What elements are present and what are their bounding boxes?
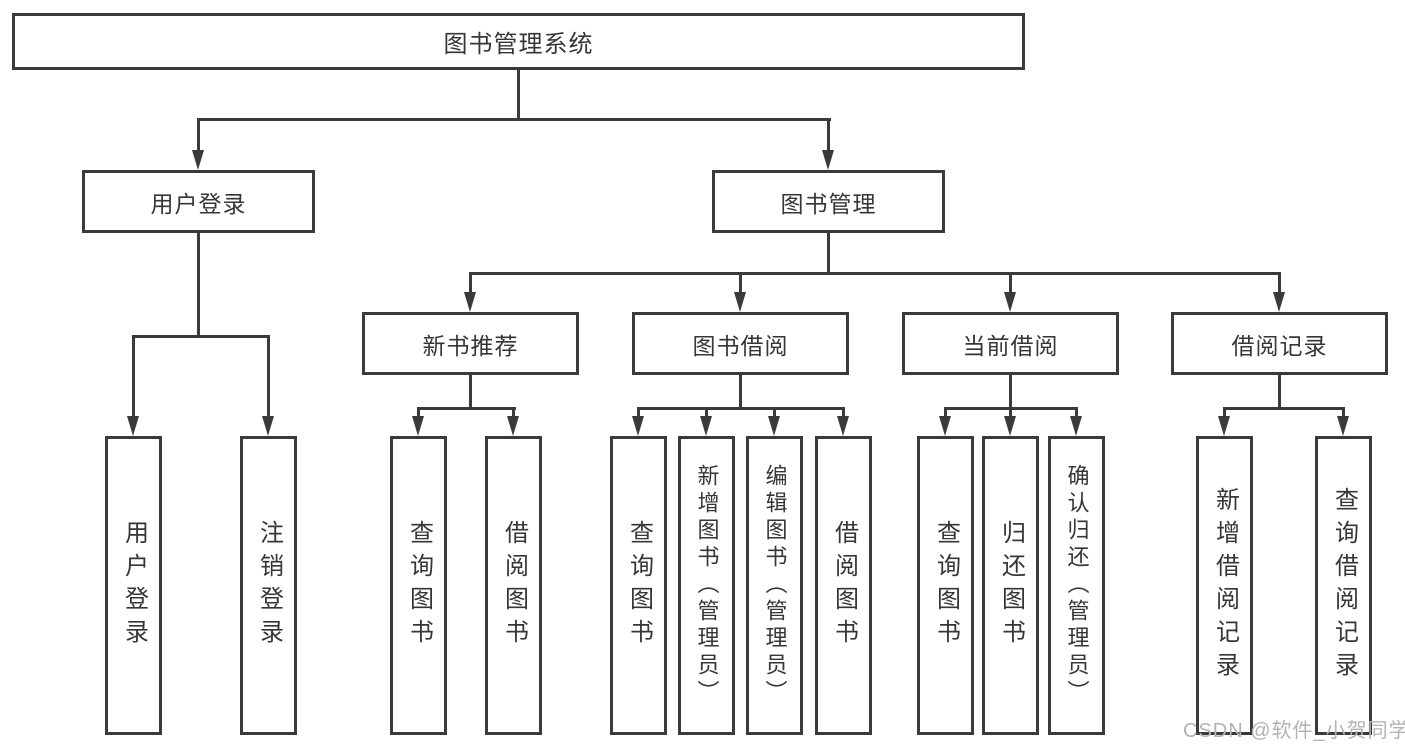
leaf-query-books: 查询图书	[610, 436, 667, 735]
arrow-down-icon	[837, 416, 849, 436]
connector-line	[197, 233, 200, 335]
node-user-login: 用户登录	[82, 170, 315, 233]
arrow-down-icon	[768, 416, 780, 436]
leaf-return-books: 归还图书	[982, 436, 1039, 735]
leaf-borrow-books: 借阅图书	[815, 436, 872, 735]
leaf-label: 查询图书	[932, 519, 960, 652]
leaf-label: 归还图书	[997, 519, 1025, 652]
leaf-label: 查询图书	[625, 519, 653, 652]
node-label: 图书管理系统	[443, 31, 594, 58]
connector-line	[944, 407, 947, 418]
connector-line	[1278, 272, 1281, 294]
arrow-down-icon	[464, 292, 476, 312]
leaf-add-borrow-record: 新增借阅记录	[1196, 436, 1253, 735]
arrow-down-icon	[1004, 292, 1016, 312]
node-label: 用户登录	[150, 190, 247, 217]
connector-line	[469, 272, 472, 294]
leaf-label: 确认归还（管理员）	[1064, 464, 1090, 707]
connector-line	[1223, 407, 1345, 410]
arrow-down-icon	[734, 292, 746, 312]
arrow-down-icon	[939, 416, 951, 436]
connector-line	[842, 407, 845, 418]
leaf-label: 注销登录	[255, 519, 283, 652]
connector-line	[1075, 407, 1078, 418]
arrow-down-icon	[1273, 292, 1285, 312]
arrow-down-icon	[632, 416, 644, 436]
connector-line	[132, 335, 270, 338]
leaf-label: 用户登录	[120, 519, 148, 652]
connector-line	[637, 407, 845, 410]
leaf-user-login: 用户登录	[105, 436, 162, 735]
connector-line	[469, 375, 472, 410]
connector-line	[739, 375, 742, 410]
leaf-label: 借阅图书	[500, 519, 528, 652]
connector-line	[417, 407, 516, 410]
csdn-watermark: CSDN @软件_小贺同学	[1183, 720, 1405, 742]
connector-line	[517, 70, 520, 118]
arrow-down-icon	[507, 416, 519, 436]
connector-line	[469, 272, 1281, 275]
leaf-label: 查询借阅记录	[1330, 486, 1358, 685]
leaf-label: 查询图书	[405, 519, 433, 652]
node-label: 借阅记录	[1231, 332, 1328, 359]
connector-line	[1009, 375, 1012, 410]
connector-line	[1342, 407, 1345, 418]
leaf-label: 借阅图书	[830, 519, 858, 652]
arrow-down-icon	[822, 150, 834, 170]
arrow-down-icon	[192, 150, 204, 170]
connector-line	[1009, 407, 1012, 418]
leaf-label: 新增图书（管理员）	[694, 464, 720, 707]
leaf-label: 新增借阅记录	[1211, 486, 1239, 685]
connector-line	[417, 407, 420, 418]
node-label: 当前借阅	[962, 332, 1059, 359]
arrow-down-icon	[127, 416, 139, 436]
node-label: 新书推荐	[422, 332, 519, 359]
node-library-management-system: 图书管理系统	[12, 13, 1025, 70]
node-book-borrowing: 图书借阅	[632, 312, 849, 375]
node-label: 图书借阅	[692, 332, 789, 359]
leaf-confirm-return-admin: 确认归还（管理员）	[1048, 436, 1105, 735]
node-label: 图书管理	[780, 190, 877, 217]
arrow-down-icon	[1218, 416, 1230, 436]
connector-line	[827, 233, 830, 275]
connector-line	[637, 407, 640, 418]
leaf-query-books: 查询图书	[390, 436, 447, 735]
arrow-down-icon	[412, 416, 424, 436]
arrow-down-icon	[262, 416, 274, 436]
connector-line	[1278, 375, 1281, 410]
connector-line	[1009, 272, 1012, 294]
leaf-borrow-books: 借阅图书	[485, 436, 542, 735]
leaf-label: 编辑图书（管理员）	[762, 464, 788, 707]
leaf-logout: 注销登录	[240, 436, 297, 735]
leaf-edit-books-admin: 编辑图书（管理员）	[746, 436, 803, 735]
leaf-add-books-admin: 新增图书（管理员）	[678, 436, 735, 735]
arrow-down-icon	[1070, 416, 1082, 436]
connector-line	[1223, 407, 1226, 418]
connector-line	[739, 272, 742, 294]
arrow-down-icon	[1337, 416, 1349, 436]
node-borrowing-records: 借阅记录	[1171, 312, 1388, 375]
leaf-query-borrow-record: 查询借阅记录	[1315, 436, 1372, 735]
connector-line	[267, 335, 270, 418]
node-current-borrowing: 当前借阅	[902, 312, 1119, 375]
connector-line	[132, 335, 135, 418]
connector-line	[827, 118, 830, 152]
connector-line	[705, 407, 708, 418]
leaf-query-books: 查询图书	[917, 436, 974, 735]
connector-line	[512, 407, 515, 418]
connector-line	[197, 118, 200, 152]
node-new-book-recommendation: 新书推荐	[362, 312, 579, 375]
node-book-management: 图书管理	[712, 170, 945, 233]
connector-line	[773, 407, 776, 418]
arrow-down-icon	[1004, 416, 1016, 436]
arrow-down-icon	[700, 416, 712, 436]
connector-line	[197, 118, 831, 121]
